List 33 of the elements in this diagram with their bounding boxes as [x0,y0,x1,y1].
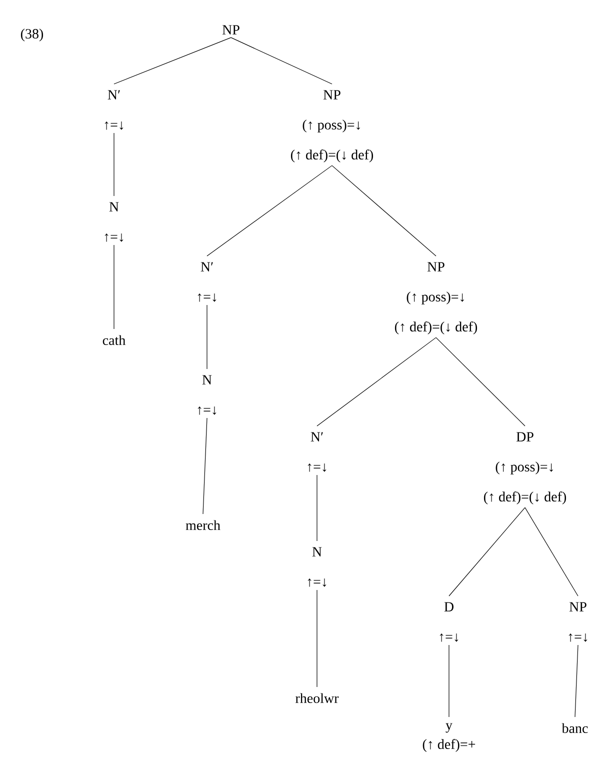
branch-line [436,337,526,426]
branch-line [316,474,318,542]
example-number: (38) [20,28,44,42]
branch-line [332,165,436,256]
tree-label: N ↑=↓ [308,547,326,587]
branch-line [524,507,578,596]
branch-line [448,644,450,718]
branch-line [114,37,232,84]
tree-label: N ↑=↓ [104,202,124,242]
tree-label: D ↑=↓ [440,602,458,642]
tree-label: rheolwr [296,693,339,704]
tree-label: N′ ↑=↓ [104,90,124,130]
annotation: (↑ def)=+ [422,739,476,752]
tree-label: DP (↑ poss)=↓ (↑ def)=(↓ def) [484,432,566,504]
tree-label: y [446,723,452,733]
tree-label: banc [562,723,588,734]
tree-label: NP (↑ poss)=↓ (↑ def)=(↓ def) [290,90,374,162]
branch-line [316,337,436,426]
tree-label: NP [222,25,240,34]
tree-label: N ↑=↓ [198,375,216,415]
tree-label: merch [186,520,220,530]
branch-line [202,418,208,514]
tree-label: NP (↑ poss)=↓ (↑ def)=(↓ def) [394,262,478,334]
tree-label: cath [102,335,126,346]
branch-line [230,37,332,84]
branch-line [316,590,318,688]
tree-label: N′ ↑=↓ [198,262,216,302]
tree-label: NP ↑=↓ [568,602,588,642]
branch-line [206,165,332,256]
branch-line [206,304,208,370]
branch-line [574,644,578,718]
branch-line [448,507,526,596]
tree-label: N′ ↑=↓ [308,432,326,472]
